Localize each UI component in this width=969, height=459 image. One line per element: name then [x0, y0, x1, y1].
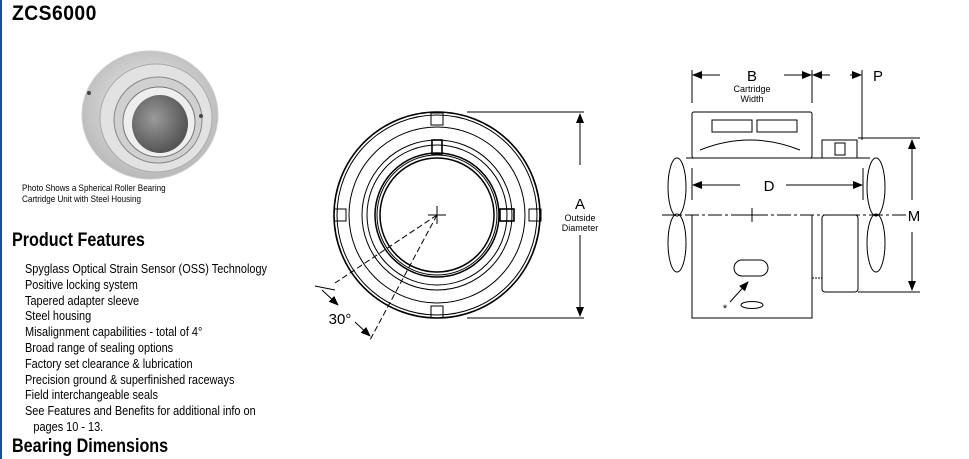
angle-label: 30°: [329, 311, 352, 328]
dim-b-desc: Cartridge: [733, 84, 770, 94]
dim-m-label: M: [908, 208, 921, 225]
feature-item: Precision ground & superfinished raceway…: [25, 371, 235, 387]
feature-item: Misalignment capabilities - total of 4°: [25, 324, 203, 340]
dim-b-desc: Width: [740, 94, 763, 104]
feature-item: Spyglass Optical Strain Sensor (OSS) Tec…: [25, 261, 267, 276]
caption-line: Photo Shows a Spherical Roller Bearing: [22, 183, 166, 194]
bearing-photo: [81, 50, 219, 180]
product-features-heading: Product Features: [12, 230, 145, 251]
feature-item: Tapered adapter sleeve: [25, 292, 140, 308]
feature-item: Positive locking system: [25, 276, 138, 292]
side-view-drawing: [662, 70, 920, 319]
dim-p-label: P: [873, 68, 883, 85]
feature-item: Steel housing: [25, 308, 92, 324]
dim-a-label: A: [575, 196, 585, 213]
left-border: [0, 0, 2, 459]
caption-line: Cartridge Unit with Steel Housing: [22, 194, 141, 205]
dim-a-desc: Outside: [564, 213, 595, 223]
dim-b-label: B: [747, 68, 757, 85]
dim-d-label: D: [764, 178, 775, 195]
feature-item: pages 10 - 13.: [33, 418, 104, 434]
photo-caption: Photo Shows a Spherical Roller Bearing C…: [22, 183, 166, 205]
bearing-dimensions-heading: Bearing Dimensions: [12, 436, 169, 457]
feature-item: Field interchangeable seals: [25, 387, 158, 403]
feature-item: See Features and Benefits for additional…: [25, 403, 256, 419]
feature-item: Factory set clearance & lubrication: [25, 355, 193, 371]
note-asterisk: *: [723, 303, 728, 315]
page-title: ZCS6000: [12, 2, 97, 25]
front-view-drawing: [314, 111, 584, 341]
feature-item: Broad range of sealing options: [25, 339, 174, 355]
product-features-list: Spyglass Optical Strain Sensor (OSS) Tec…: [25, 261, 267, 435]
dim-a-desc: Diameter: [562, 223, 599, 233]
